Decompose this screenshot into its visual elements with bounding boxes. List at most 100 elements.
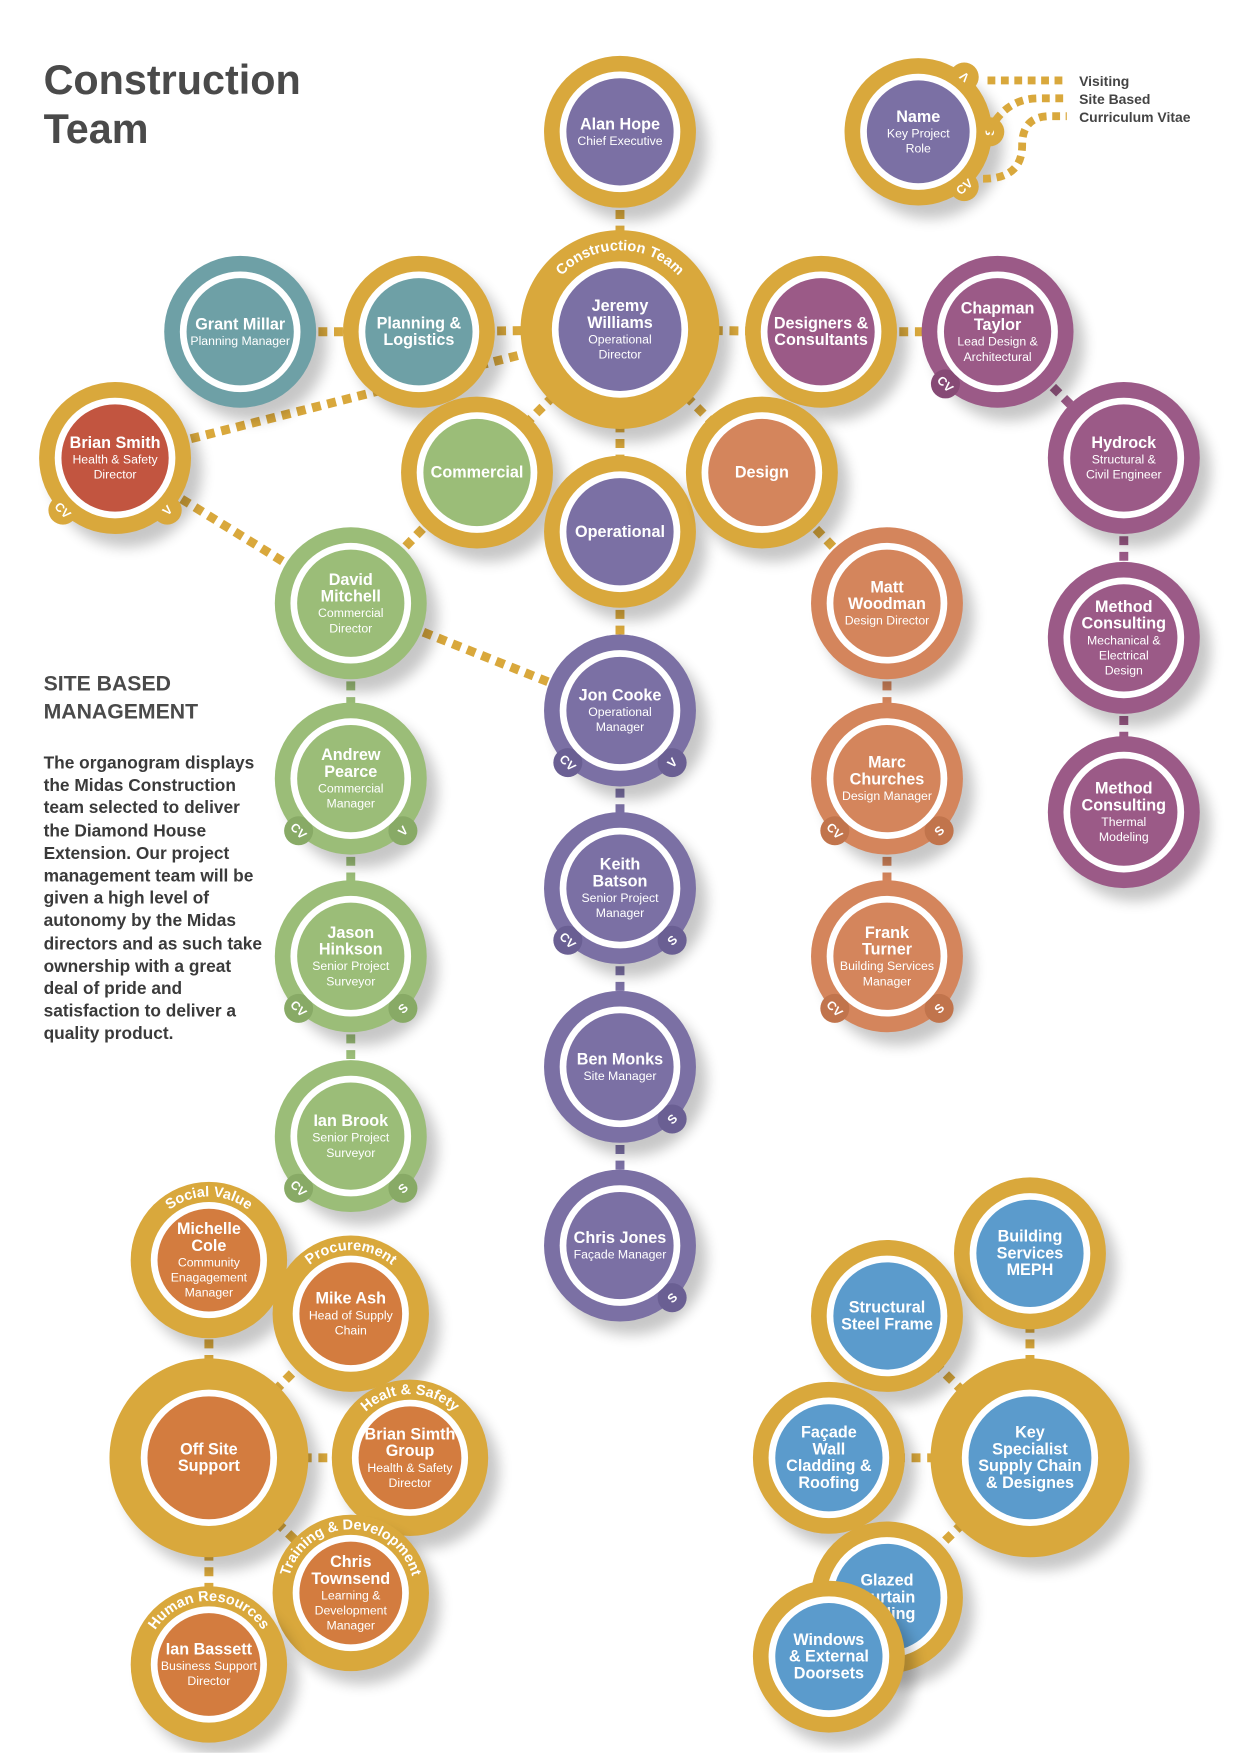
node-fill — [61, 404, 169, 512]
node-fill — [365, 278, 473, 386]
node-name: Andrew — [321, 746, 381, 764]
node-role: Director — [389, 1476, 432, 1490]
node-name: Structural — [849, 1299, 925, 1317]
node-name: Pearce — [324, 763, 377, 781]
node-role: Design Director — [845, 614, 930, 628]
tab-cv-badge: CV — [284, 993, 314, 1023]
node-role: Senior Project — [312, 959, 390, 973]
node-name: Batson — [593, 872, 648, 890]
node-operational[interactable]: Operational — [544, 455, 708, 622]
node-role: Planning Manager — [190, 334, 290, 348]
description-paragraph: The organogram displays the Midas Constr… — [43, 754, 263, 1044]
node-role: Chief Executive — [577, 134, 662, 148]
node-name: Planning & — [377, 314, 462, 332]
node-role: Surveyor — [326, 1146, 375, 1160]
node-role: Head of Supply — [309, 1308, 394, 1322]
node-fill — [566, 834, 674, 942]
node-name: Consulting — [1082, 615, 1167, 633]
node-role: Manager — [185, 1286, 233, 1300]
title-line: Construction — [43, 56, 301, 103]
tab-cv-badge: CV — [553, 748, 583, 778]
section-heading: SITE BASED MANAGEMENT — [44, 670, 198, 726]
node-name: Taylor — [974, 316, 1022, 334]
tab-s-badge: S — [657, 1104, 687, 1134]
node-role: Building Services — [840, 959, 934, 973]
node-fill — [1070, 584, 1178, 692]
node-name: Keith — [600, 856, 640, 874]
node-name: Doorsets — [794, 1664, 864, 1682]
node-jeremy[interactable]: JeremyWilliamsOperationalDirectorConstru… — [520, 230, 731, 443]
node-planning[interactable]: Planning &Logistics — [342, 255, 507, 422]
node-fill — [833, 1262, 941, 1370]
legend-line — [985, 94, 1067, 134]
node-role: Electrical — [1099, 648, 1149, 662]
node-fill — [767, 278, 875, 386]
node-name: Hinkson — [319, 941, 383, 959]
tab-v-badge: V — [949, 62, 979, 92]
node-fill — [976, 1199, 1084, 1308]
node-name: Logistics — [383, 331, 454, 349]
node-name: Woodman — [848, 595, 926, 613]
node-role: Manager — [596, 720, 644, 734]
node-role: Civil Engineer — [1086, 468, 1162, 482]
legend-item: Visiting — [1079, 73, 1129, 89]
node-fill — [866, 80, 970, 184]
node-designers[interactable]: Designers &Consultants — [745, 255, 909, 422]
node-name: Chris Jones — [574, 1229, 667, 1247]
node-role: Health & Safety — [72, 453, 158, 467]
node-role: Director — [187, 1674, 230, 1688]
node-role: Manager — [327, 1619, 375, 1633]
node-role: Business Support — [161, 1659, 258, 1673]
node-role: Director — [94, 468, 137, 482]
node-name: Frank — [865, 924, 910, 942]
node-fill — [833, 902, 941, 1010]
node-commercial[interactable]: Commercial — [401, 396, 565, 562]
node-design[interactable]: Design — [685, 396, 849, 562]
tab-s-badge: S — [388, 1173, 418, 1203]
tab-cv-badge: CV — [930, 369, 960, 399]
tab-s-badge: S — [388, 993, 418, 1023]
node-michelle[interactable]: MichelleColeCommunityEnagagementManagerS… — [130, 1181, 299, 1352]
node-name: Mike Ash — [316, 1290, 386, 1308]
node-name: Jason — [327, 924, 374, 942]
node-role: Role — [906, 141, 931, 155]
tab-v-badge: V — [657, 748, 687, 778]
page-title: Construction Team — [44, 56, 301, 154]
heading-line: MANAGEMENT — [43, 700, 199, 724]
node-name: David — [329, 571, 373, 589]
node-fill — [297, 549, 405, 657]
node-name: Brian Simth — [365, 1425, 456, 1443]
node-role: Director — [329, 621, 372, 635]
node-role: Senior Project — [312, 1131, 390, 1145]
node-name: Ben Monks — [577, 1050, 663, 1068]
